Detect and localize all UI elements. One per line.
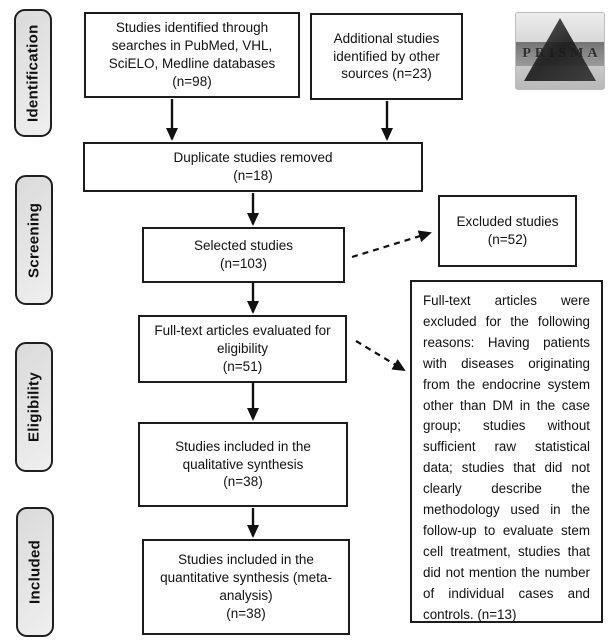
stage-label-identification: Identification (14, 9, 52, 137)
box-text: Studies included in the quantitative syn… (160, 552, 332, 603)
box-quantitative-synthesis: Studies included in the quantitative syn… (142, 539, 350, 635)
arrow-selected-to-excluded (351, 230, 432, 259)
box-count: (n=18) (233, 168, 273, 183)
stage-label-screening: Screening (15, 175, 53, 305)
box-excluded-studies: Excluded studies (n=52) (438, 195, 577, 267)
stage-label-eligibility: Eligibility (15, 342, 53, 472)
box-count: (n=52) (487, 232, 528, 247)
box-count: (n=98) (172, 73, 212, 89)
box-text: Full-text articles evaluated for eligibi… (154, 323, 331, 357)
box-text: Additional studies identified by other s… (333, 30, 440, 82)
box-text: Studies identified through searches in P… (108, 20, 276, 71)
prisma-logo-triangle-icon (524, 18, 596, 81)
box-exclusion-reasons: Full-text articles were excluded for the… (410, 280, 603, 623)
box-studies-identified: Studies identified through searches in P… (84, 12, 300, 98)
box-qualitative-synthesis: Studies included in the qualitative synt… (138, 422, 348, 507)
box-additional-studies: Additional studies identified by other s… (310, 13, 463, 100)
stage-label-included: Included (16, 507, 54, 637)
box-fulltext-evaluated: Full-text articles evaluated for eligibi… (138, 315, 347, 383)
box-selected-studies: Selected studies (n=103) (142, 227, 345, 283)
box-duplicates-removed: Duplicate studies removed (n=18) (83, 142, 423, 192)
box-count: (n=38) (226, 605, 266, 621)
box-count: (n=38) (223, 474, 263, 490)
arrow-fulltext-to-reasons (355, 340, 406, 372)
box-text: Studies included in the qualitative synt… (175, 438, 311, 472)
box-text: Excluded studies (456, 214, 559, 230)
box-count: (n=51) (222, 358, 263, 374)
box-text: Selected studies (193, 238, 294, 254)
box-text: Duplicate studies removed (173, 150, 333, 166)
prisma-logo: PRISMA (515, 12, 605, 90)
box-count: (n=103) (220, 256, 267, 271)
